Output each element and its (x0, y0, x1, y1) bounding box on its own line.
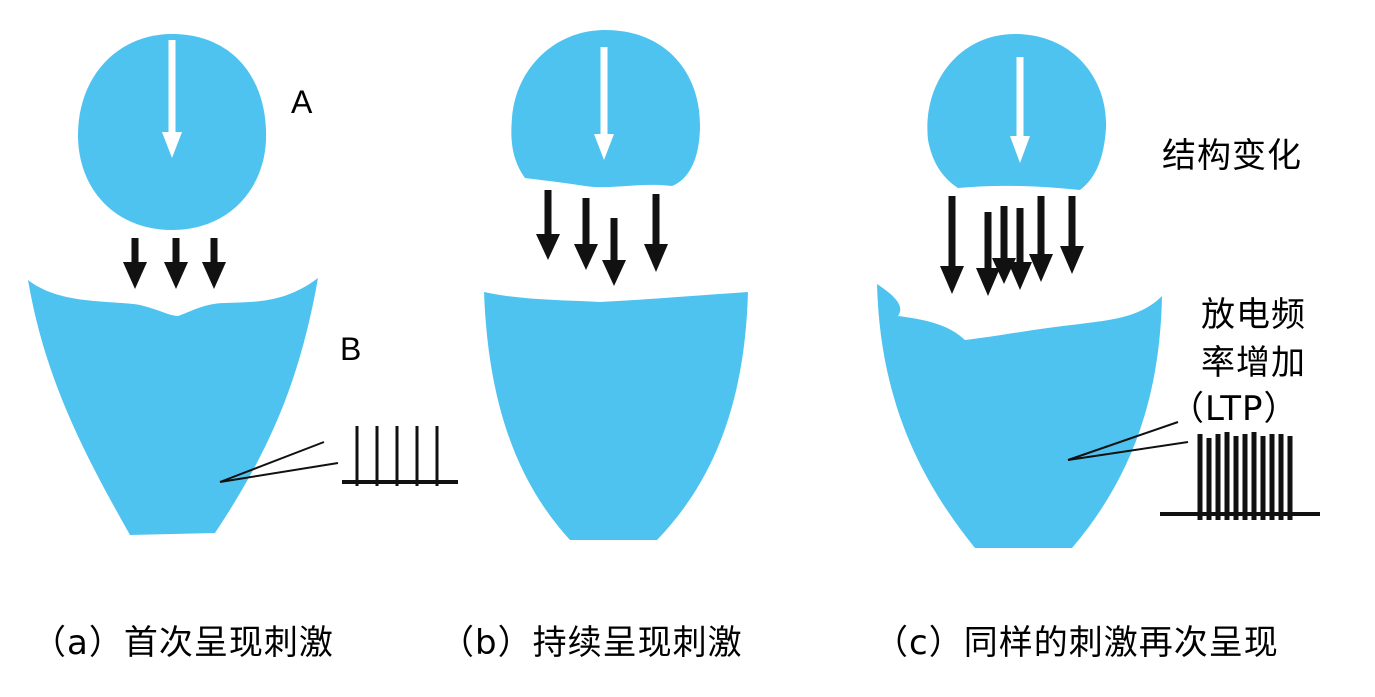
signal-arrow-icon (1010, 136, 1030, 163)
postsynaptic-neuron-b (484, 292, 748, 540)
down-arrow-icon (644, 244, 668, 272)
down-arrow-icon (123, 262, 147, 289)
transmitter-arrows-a (123, 238, 226, 289)
firing-rate-label-line2: 率增加 (1201, 343, 1306, 383)
down-arrow-icon (976, 268, 1000, 296)
signal-arrow-icon (162, 132, 182, 158)
down-arrow-icon (536, 234, 560, 260)
caption-panel-b: （b）持续呈现刺激 (440, 623, 743, 663)
electrode-a (219, 441, 339, 483)
down-arrow-icon (602, 260, 626, 286)
electrode-c (1067, 421, 1189, 461)
presynaptic-label: A (291, 84, 313, 120)
transmitter-arrows-c (940, 196, 1084, 296)
firing-rate-label-line1: 放电频 (1201, 295, 1306, 335)
down-arrow-icon (164, 262, 188, 289)
spike-train-a (342, 426, 458, 486)
spike-train-c (1160, 432, 1320, 520)
down-arrow-icon (574, 244, 598, 270)
down-arrow-icon (1060, 246, 1084, 274)
panel-c (877, 34, 1320, 548)
signal-arrow-icon (594, 134, 614, 160)
panel-a (28, 34, 458, 535)
caption-panel-a: （a）首次呈现刺激 (32, 623, 334, 663)
postsynaptic-label: B (340, 331, 362, 367)
structural-change-label: 结构变化 (1162, 136, 1302, 176)
down-arrow-icon (1029, 254, 1053, 282)
down-arrow-icon (940, 266, 964, 294)
down-arrow-icon (202, 262, 226, 289)
ltp-label: （LTP） (1170, 389, 1299, 429)
transmitter-arrows-b (536, 190, 668, 286)
panel-b (484, 30, 748, 540)
down-arrow-icon (1008, 262, 1032, 290)
postsynaptic-neuron-c (877, 284, 1162, 548)
postsynaptic-neuron-a (28, 278, 318, 535)
caption-panel-c: （c）同样的刺激再次呈现 (874, 623, 1279, 663)
